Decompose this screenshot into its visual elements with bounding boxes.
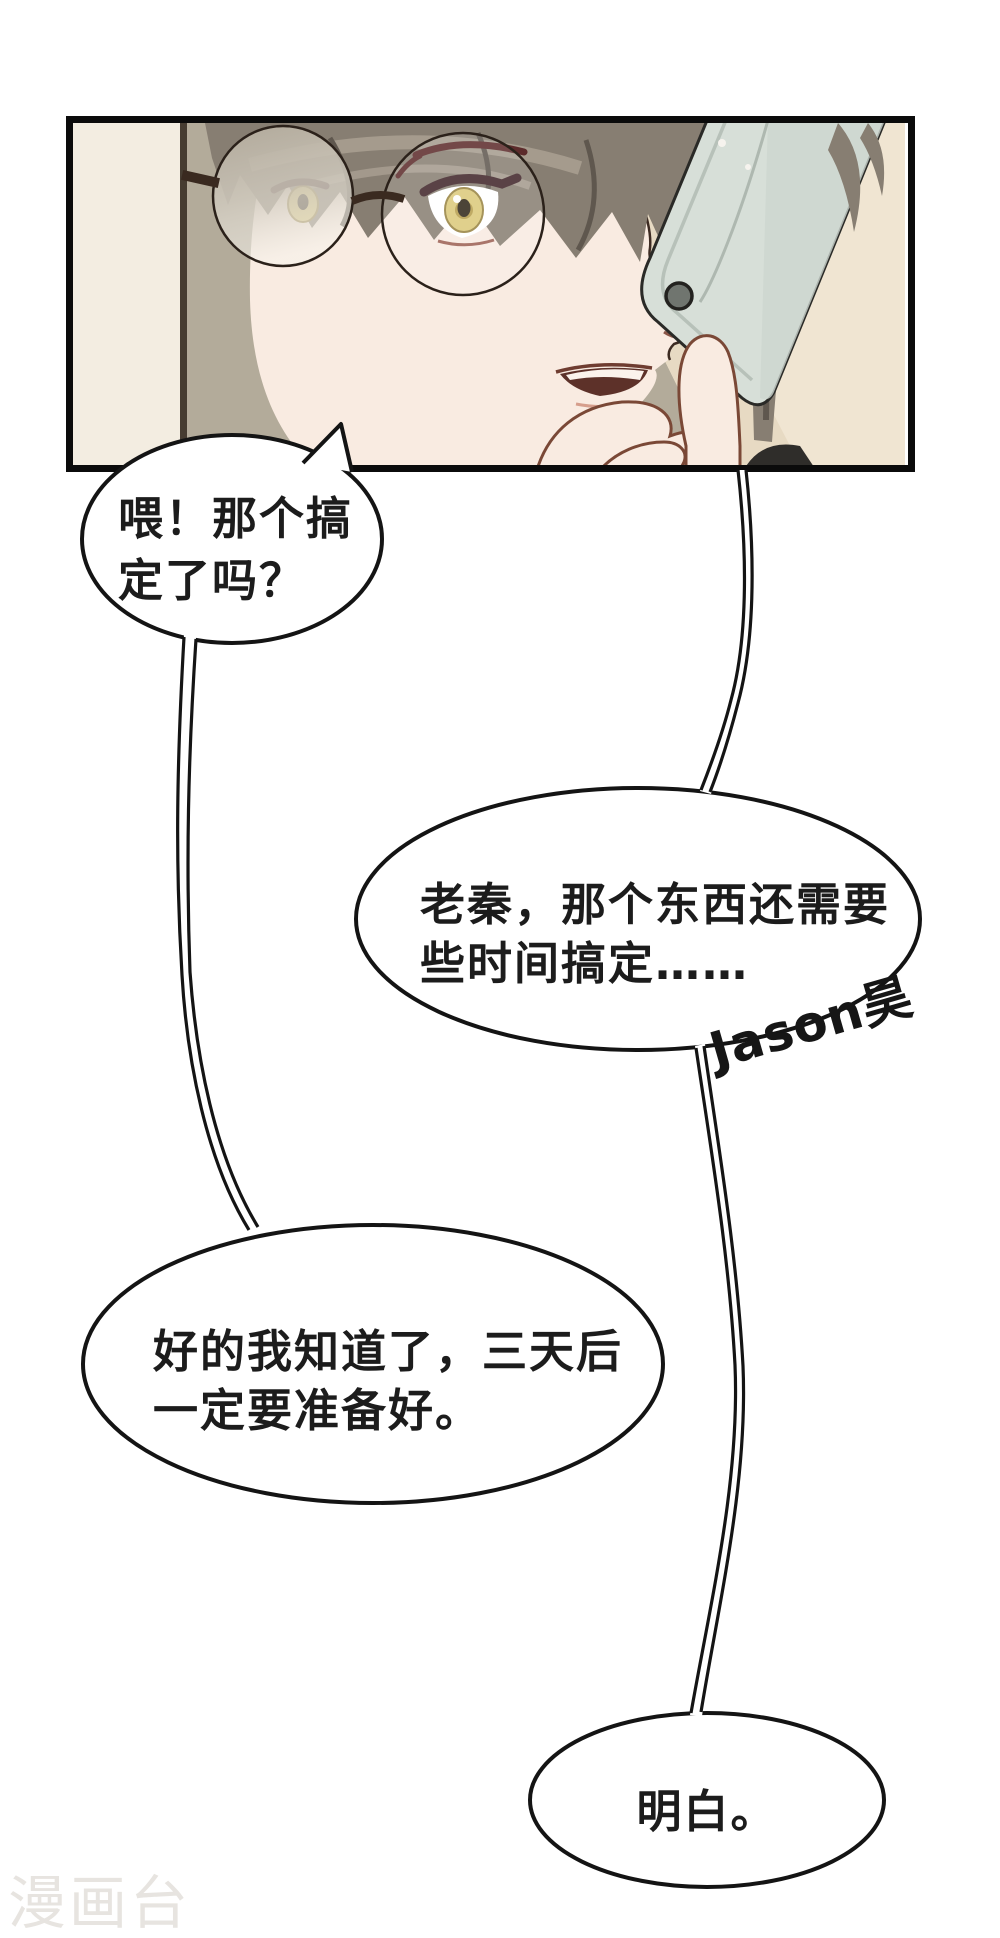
- right-eyebrow-inner: [395, 153, 423, 179]
- speech-bubble-1: [80, 433, 384, 645]
- watermark-text: 漫画台: [8, 1869, 191, 1937]
- bubble-1-line-2: 定了吗？: [118, 554, 306, 607]
- glasses-right-lens: [380, 131, 546, 297]
- bubble-tail-panel-to-2: [699, 469, 754, 794]
- hair-wisp-right-2: [860, 123, 885, 196]
- glasses: [181, 124, 546, 297]
- hand: [537, 334, 742, 465]
- hand-index-finger: [677, 334, 742, 465]
- teeth: [566, 369, 644, 380]
- hair-strand-3: [575, 139, 597, 252]
- speech-bubbles: 喂！那个搞 定了吗？ 老秦，那个东西还需要 些时间搞定…… 好的我知道了，三天后…: [80, 422, 922, 1889]
- wall-divider: [180, 123, 187, 465]
- bubble-1-pointer: [301, 422, 354, 473]
- bubble-2-line-1: 老秦，那个东西还需要: [420, 878, 890, 931]
- speech-bubble-4: [528, 1711, 886, 1889]
- panel-illustration: [66, 116, 915, 472]
- bubble-4-line-1: 明白。: [636, 1785, 777, 1838]
- phone-camera-dot: [664, 281, 694, 311]
- hair-speck-2: [745, 164, 751, 170]
- hair-speck-1: [718, 139, 726, 147]
- character-face: [249, 170, 703, 465]
- mouth-upper-line: [555, 363, 653, 374]
- panel-border: [66, 116, 915, 472]
- bubble-tail-2-to-4: [689, 1044, 746, 1716]
- hair-wisp-right: [828, 123, 861, 232]
- speech-bubble-3: [81, 1223, 665, 1505]
- bubble-3-line-1: 好的我知道了，三天后: [152, 1325, 623, 1378]
- glasses-bridge: [350, 191, 406, 205]
- bubble-3-line-2: 一定要准备好。: [153, 1384, 482, 1437]
- glasses-left-lens: [211, 124, 355, 268]
- bubble-2-line-2: 些时间搞定……: [420, 937, 749, 990]
- speech-bubble-2: [354, 786, 922, 1052]
- right-eye-highlight: [453, 195, 461, 203]
- phone-edge-line: [660, 123, 754, 382]
- bubble-1-line-1: 喂！那个搞: [118, 492, 353, 545]
- phone-screen-line: [698, 123, 769, 303]
- right-eye-lower-line: [437, 238, 495, 247]
- right-eye-pupil: [457, 199, 471, 217]
- wall-left-column: [73, 123, 180, 465]
- clothes-corner: [746, 444, 813, 465]
- bubble-tail-1-to-3: [176, 635, 260, 1232]
- glasses-temple-arm: [181, 170, 220, 188]
- right-eye-lash: [419, 173, 522, 197]
